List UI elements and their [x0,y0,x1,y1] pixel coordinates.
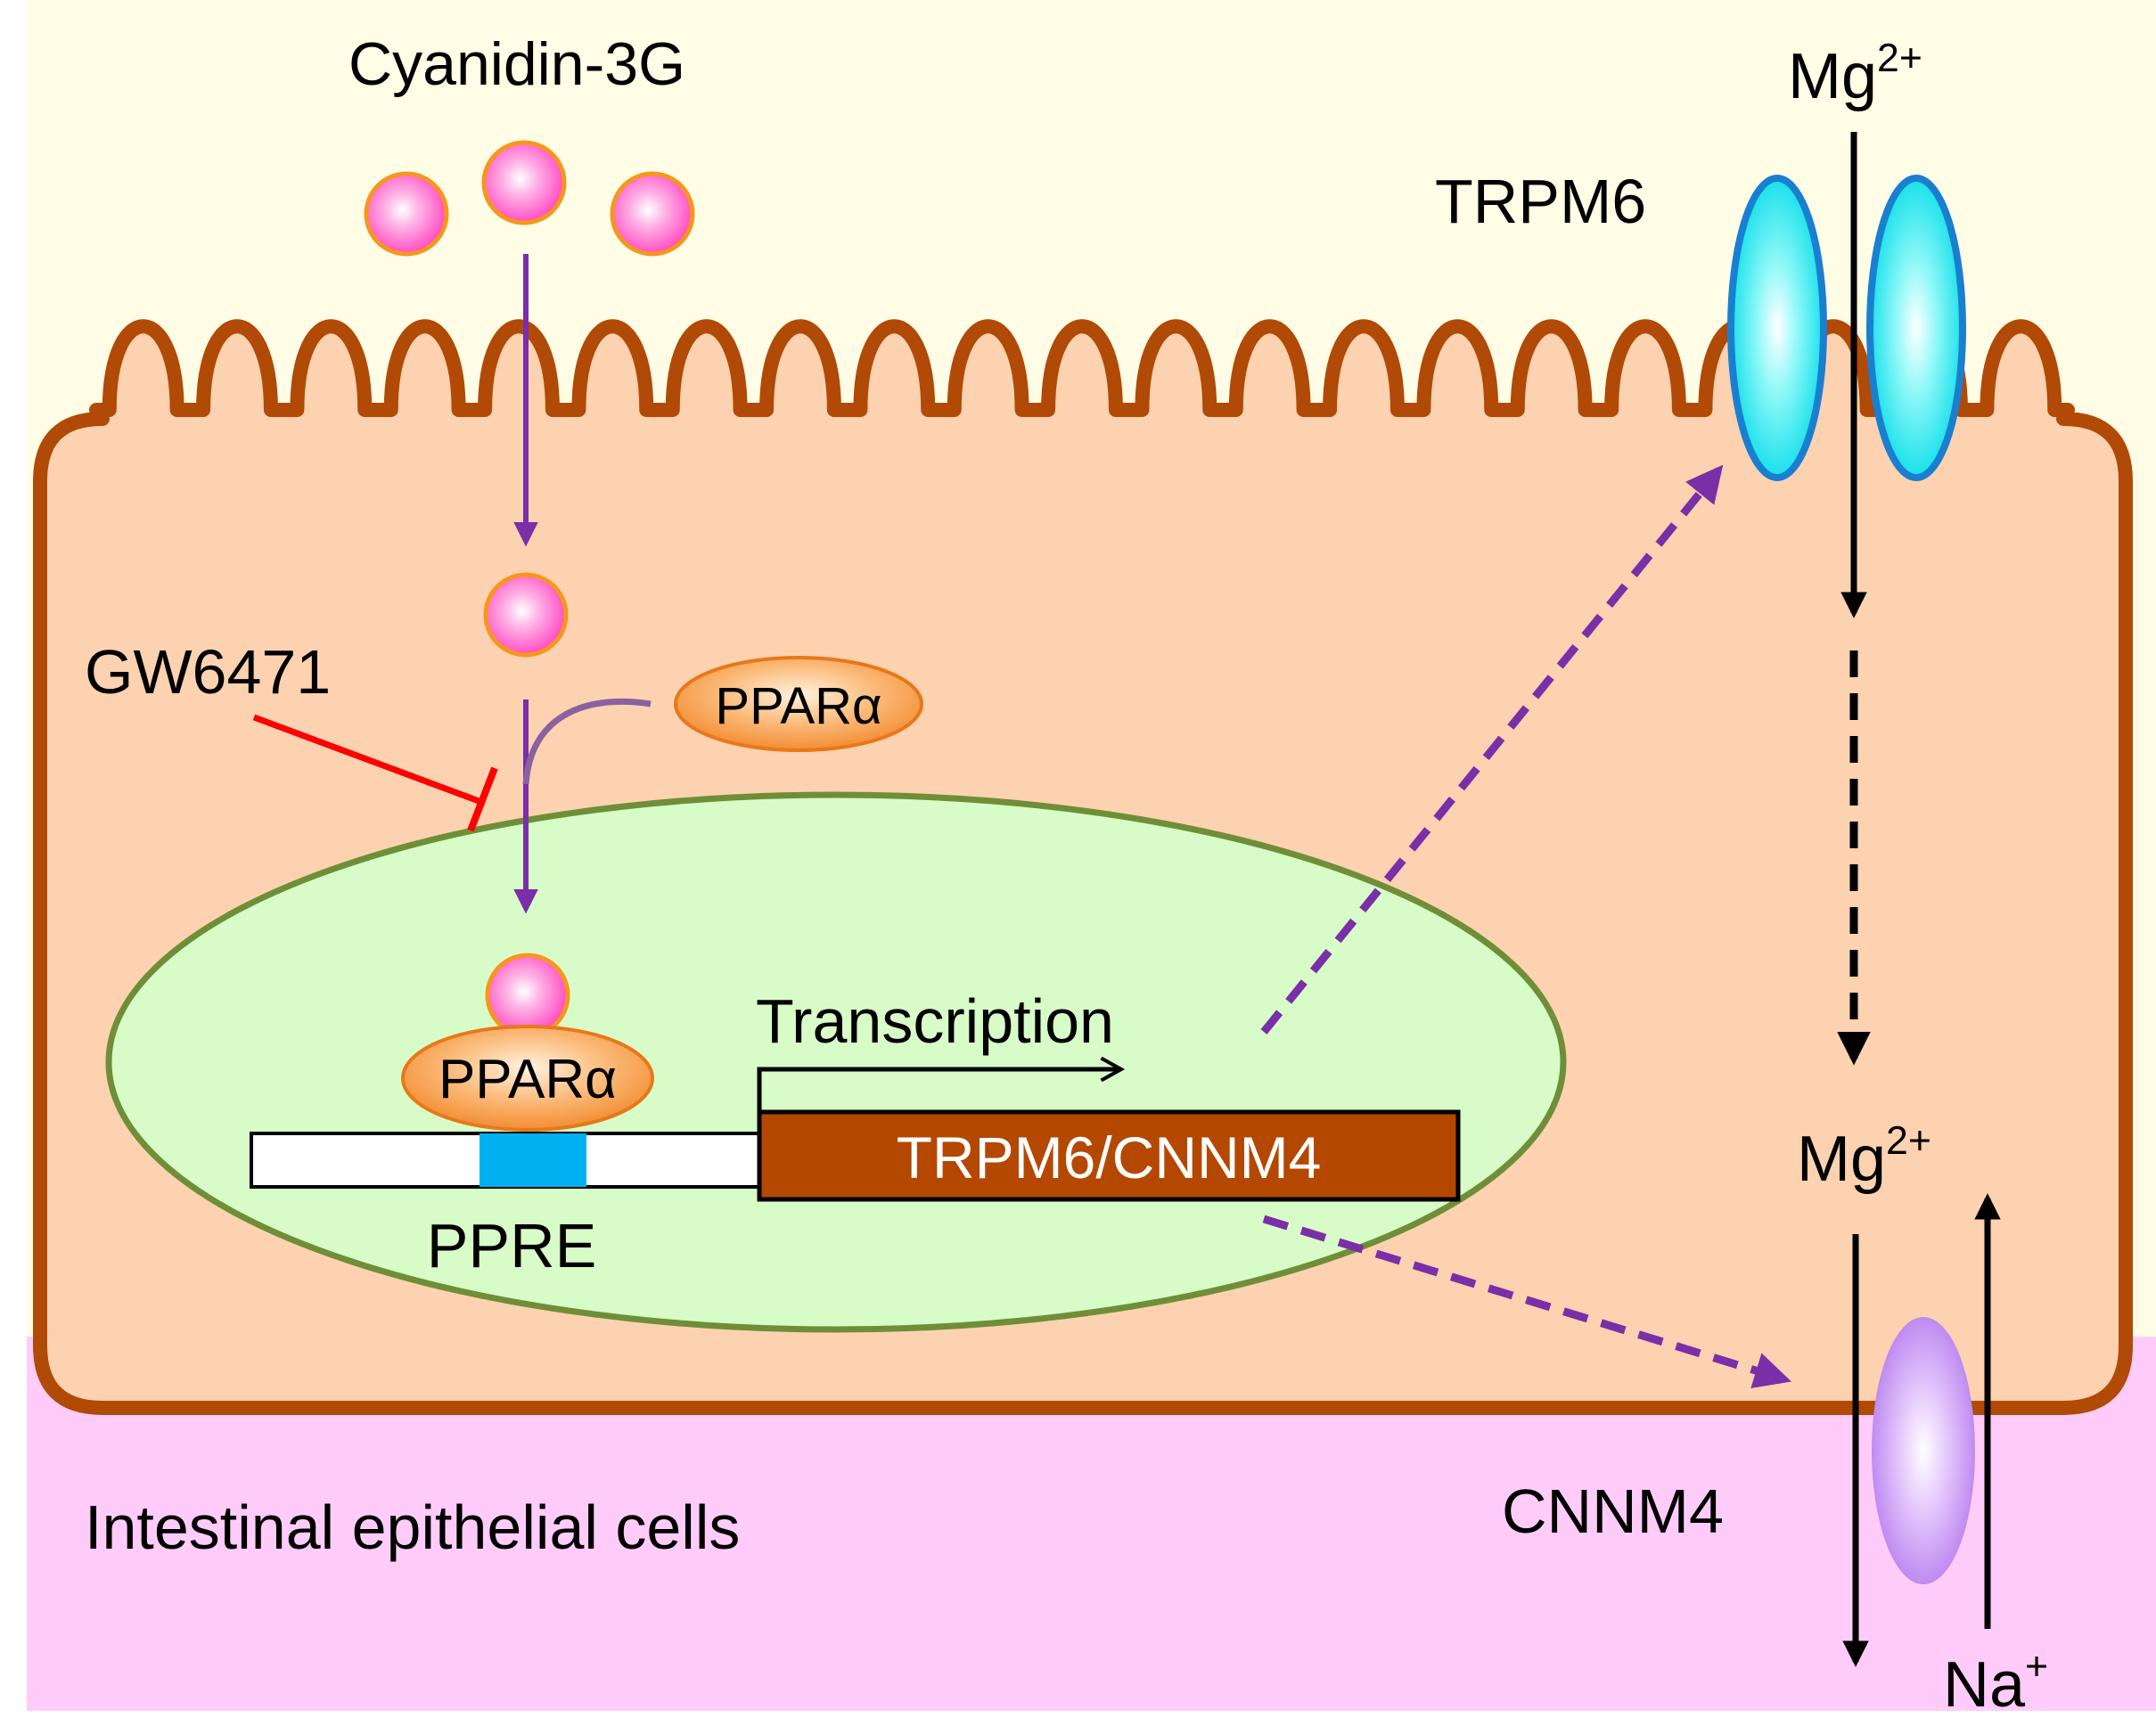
inhibition-bar-icon [467,766,498,832]
ion-channel-icon [1727,175,1827,481]
mg-ion-mid: Mg2+ [1797,1119,1931,1195]
upregulation-trpm6-arrow [1260,464,1724,1035]
receptor-ellipse-icon [674,656,923,752]
ion-channel-icon [1866,175,1966,481]
ligand-label: Cyanidin-3G [348,30,685,98]
ligand-circle-icon [610,171,695,257]
mg-ion-top: Mg2+ [1788,37,1922,112]
bound-receptor-label: PPARα [439,1049,617,1110]
ligand-circle-icon [483,572,569,658]
cnnm4-channel-icon [1872,1317,1975,1584]
inhibitor-label: GW6471 [85,637,331,707]
upregulation-cnnm4-arrow [1262,1215,1791,1389]
transcription-arrow [757,1056,1126,1112]
transcription-label: Transcription [756,986,1114,1056]
trpm6-label: TRPM6 [1435,167,1646,236]
gene-label: TRPM6/CNNM4 [897,1125,1322,1190]
ppre-label: PPRE [427,1211,597,1280]
ligand-circle-icon [364,171,449,257]
gene-box [757,1109,1461,1202]
nucleus [105,791,1567,1333]
ligand-circle-icon [485,953,570,1038]
na-ion: Na+ [1943,1645,2048,1721]
receptor-label: PPARα [715,677,881,735]
receptor-binding-curve [522,698,652,785]
cnnm4-label: CNNM4 [1502,1476,1724,1546]
bound-receptor-ellipse-icon [401,1025,654,1132]
ligand-circle-icon [481,140,567,225]
ppre-element [480,1133,586,1187]
cell-type-label: Intestinal epithelial cells [85,1493,740,1562]
inhibition-line [252,714,483,806]
